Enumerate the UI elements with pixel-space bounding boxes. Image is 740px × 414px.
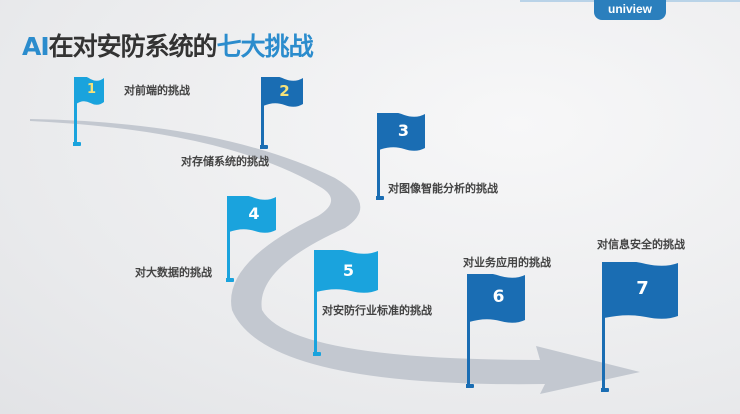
flag-icon [259, 75, 303, 149]
challenge-label: 对大数据的挑战 [135, 266, 212, 279]
flag-number: 7 [636, 278, 649, 300]
challenge-label: 对业务应用的挑战 [463, 256, 551, 269]
challenge-label: 对前端的挑战 [124, 84, 190, 97]
flag-7: 7 [600, 260, 680, 394]
flag-number: 4 [248, 203, 260, 223]
flag-5: 5 [312, 248, 380, 358]
flag-number: 3 [397, 121, 410, 141]
title-middle: 在对安防系统的 [48, 32, 218, 61]
flag-number: 5 [342, 260, 355, 280]
flag-4: 4 [225, 194, 278, 284]
flag-number: 1 [86, 82, 97, 98]
flag-icon [465, 272, 525, 388]
uniview-logo: uniview [594, 0, 666, 20]
flag-number: 2 [279, 81, 290, 100]
title-highlight: 七大挑战 [216, 32, 314, 61]
flag-icon [312, 248, 378, 356]
flag-2: 2 [259, 75, 305, 151]
challenge-label: 对图像智能分析的挑战 [388, 182, 498, 195]
flag-number: 6 [492, 286, 505, 307]
flag-icon [225, 194, 276, 282]
title-ai: AI [22, 32, 50, 61]
challenge-label: 对安防行业标准的挑战 [322, 304, 432, 317]
challenge-label: 对信息安全的挑战 [597, 238, 685, 251]
flag-6: 6 [465, 272, 527, 390]
flag-icon [600, 260, 678, 392]
flag-icon [375, 111, 425, 200]
page-title: AI在对安防系统的七大挑战 [22, 27, 314, 63]
flag-icon [72, 75, 104, 146]
challenge-label: 对存储系统的挑战 [181, 155, 269, 168]
flag-1: 1 [72, 75, 106, 148]
flag-3: 3 [375, 111, 427, 202]
